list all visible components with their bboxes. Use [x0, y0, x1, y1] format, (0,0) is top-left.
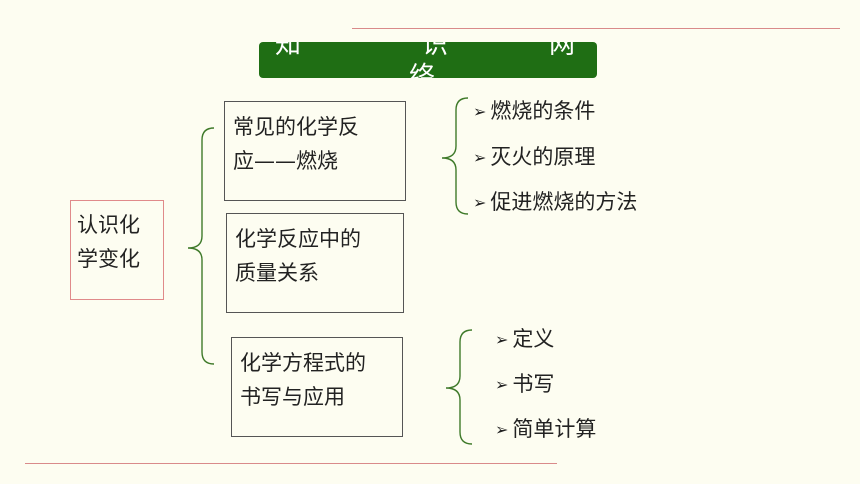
list-item-label: 燃烧的条件: [490, 99, 596, 123]
arrow-bullet-icon: ➢: [495, 375, 509, 394]
list-item-label: 促进燃烧的方法: [490, 190, 638, 214]
title-banner: 知 识 网 络: [259, 42, 597, 78]
root-node: 认识化 学变化: [70, 200, 164, 300]
list-item-writing: ➢书写: [495, 371, 554, 398]
branch3-line-1: 化学方程式的: [240, 351, 366, 375]
bottom-decorative-line: [25, 463, 557, 464]
title-char-1: 知: [275, 42, 302, 60]
branch-node-equations: 化学方程式的 书写与应用: [231, 337, 403, 437]
list-item-label: 书写: [512, 372, 555, 396]
root-line-1: 认识化: [77, 213, 140, 237]
branch-node-mass-relation: 化学反应中的 质量关系: [226, 213, 404, 313]
branch3-brace: [445, 329, 473, 445]
arrow-bullet-icon: ➢: [473, 193, 487, 212]
list-item-definition: ➢定义: [495, 326, 554, 353]
list-item-simple-calculation: ➢简单计算: [495, 416, 596, 443]
branch2-line-1: 化学反应中的: [235, 227, 361, 251]
branch3-line-2: 书写与应用: [240, 385, 345, 409]
branch1-line-1: 常见的化学反: [233, 115, 359, 139]
branch1-brace: [441, 97, 469, 215]
branch-node-combustion: 常见的化学反 应——燃烧: [224, 101, 406, 201]
main-brace: [187, 127, 215, 365]
root-line-2: 学变化: [77, 247, 140, 271]
arrow-bullet-icon: ➢: [473, 102, 487, 121]
title-char-4: 络: [409, 62, 436, 78]
list-item-promote-combustion: ➢促进燃烧的方法: [473, 189, 637, 216]
arrow-bullet-icon: ➢: [473, 148, 487, 167]
title-char-3: 网: [549, 42, 576, 60]
arrow-bullet-icon: ➢: [495, 420, 509, 439]
arrow-bullet-icon: ➢: [495, 330, 509, 349]
list-item-label: 简单计算: [512, 417, 597, 441]
branch2-line-2: 质量关系: [235, 261, 319, 285]
list-item-extinguish-principle: ➢灭火的原理: [473, 144, 595, 171]
list-item-combustion-conditions: ➢燃烧的条件: [473, 98, 595, 125]
list-item-label: 灭火的原理: [490, 145, 596, 169]
branch1-line-2: 应——燃烧: [233, 149, 338, 173]
title-char-2: 识: [422, 42, 449, 60]
list-item-label: 定义: [512, 327, 555, 351]
top-decorative-line: [352, 28, 840, 29]
